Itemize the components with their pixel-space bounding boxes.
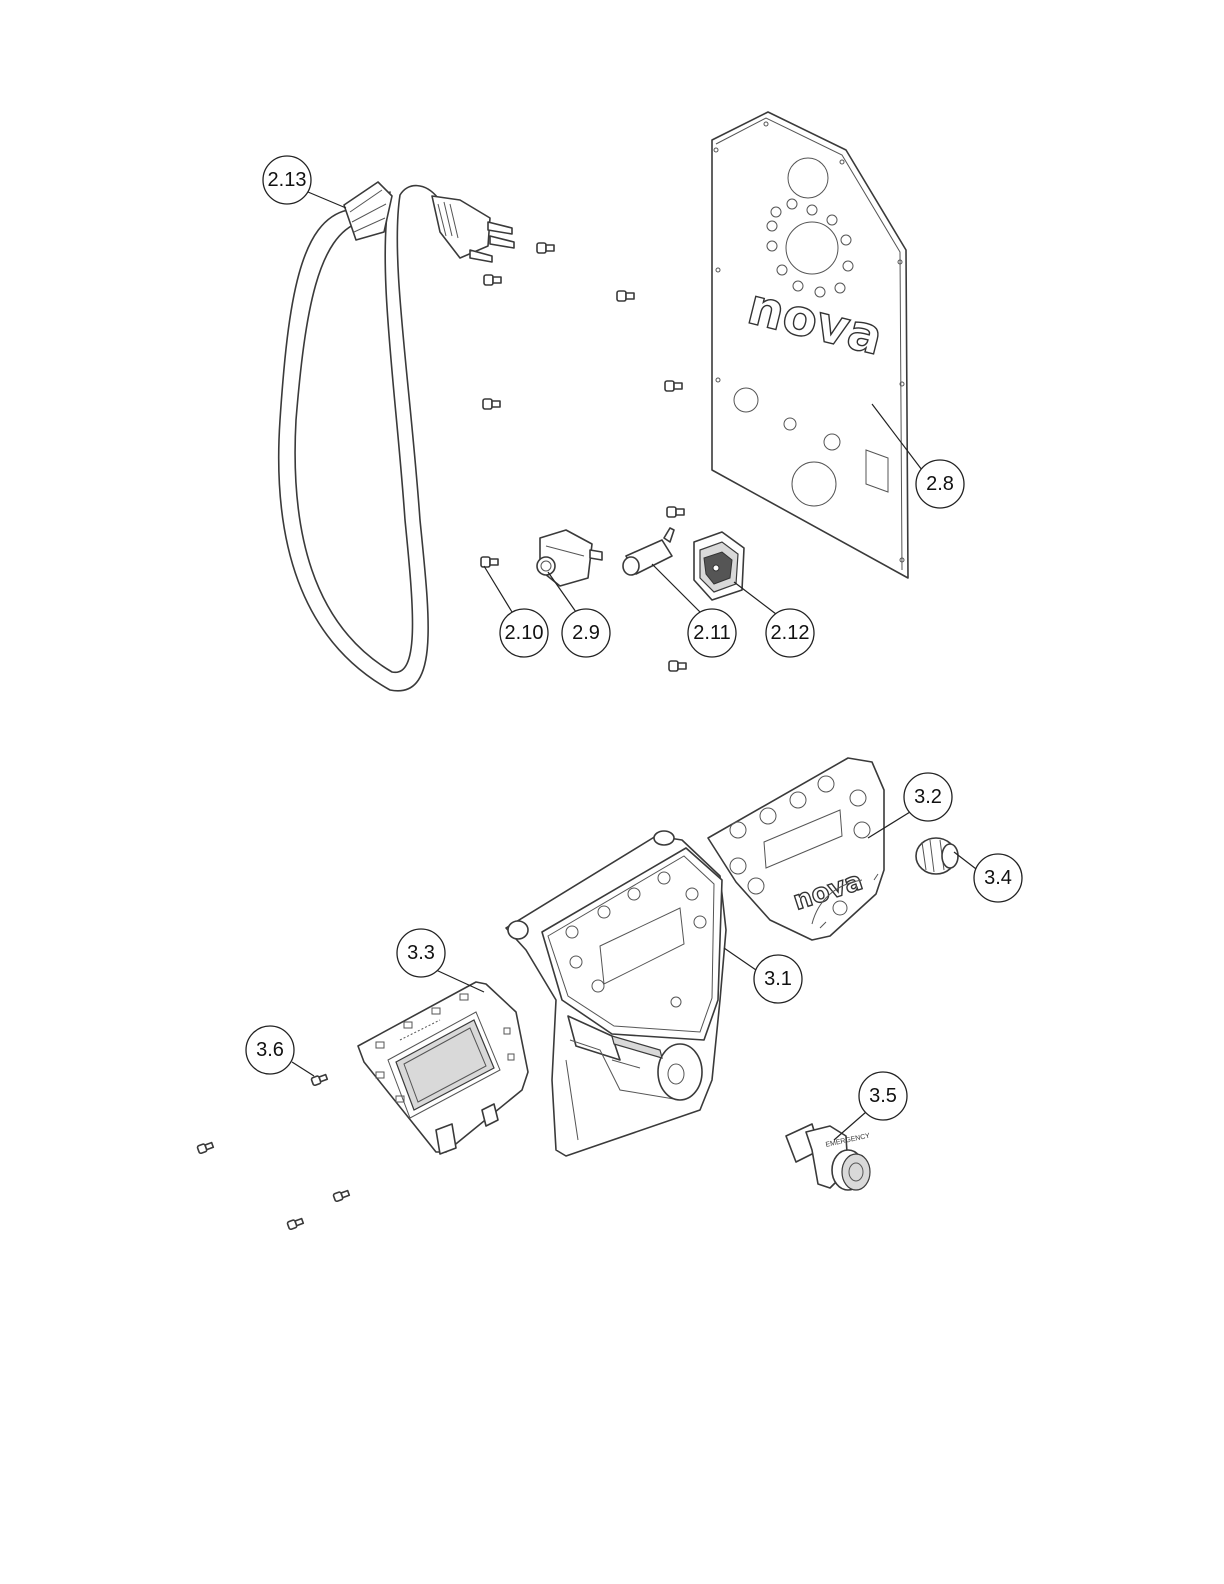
circuit-breaker [537, 530, 602, 586]
svg-text:2.9: 2.9 [572, 622, 600, 644]
knob [916, 838, 958, 874]
callout-3-6: 3.6 [246, 1026, 294, 1074]
fuse-holder [623, 528, 674, 575]
screw-set-upper [481, 243, 686, 671]
svg-text:3.3: 3.3 [407, 942, 435, 964]
svg-text:2.8: 2.8 [926, 473, 954, 495]
callout-3-3: 3.3 [397, 929, 445, 977]
svg-text:2.10: 2.10 [505, 622, 544, 644]
svg-text:3.1: 3.1 [764, 968, 792, 990]
svg-text:2.13: 2.13 [268, 169, 307, 191]
power-cord [279, 182, 514, 691]
svg-text:2.11: 2.11 [693, 622, 730, 644]
callout-2-8: 2.8 [916, 460, 964, 508]
callout-3-5: 3.5 [859, 1072, 907, 1120]
svg-text:3.4: 3.4 [984, 867, 1012, 889]
callout-2-10: 2.10 [500, 609, 548, 657]
callout-3-1: 3.1 [754, 955, 802, 1003]
emergency-stop: EMERGENCY [786, 1124, 871, 1190]
control-panel-overlay: nova [708, 758, 884, 940]
callout-3-2: 3.2 [904, 773, 952, 821]
front-housing [506, 831, 726, 1156]
svg-text:3.5: 3.5 [869, 1085, 897, 1107]
svg-text:3.2: 3.2 [914, 786, 942, 808]
callout-2-12: 2.12 [766, 609, 814, 657]
callout-2-13: 2.13 [263, 156, 311, 204]
back-panel: nova [712, 112, 908, 578]
callout-2-11: 2.11 [688, 609, 736, 657]
rocker-switch [694, 532, 744, 600]
screw-set-lower [197, 1073, 350, 1230]
display-board [358, 982, 528, 1154]
svg-text:2.12: 2.12 [771, 622, 810, 644]
callout-2-9: 2.9 [562, 609, 610, 657]
callout-3-4: 3.4 [974, 854, 1022, 902]
svg-text:3.6: 3.6 [256, 1039, 284, 1061]
